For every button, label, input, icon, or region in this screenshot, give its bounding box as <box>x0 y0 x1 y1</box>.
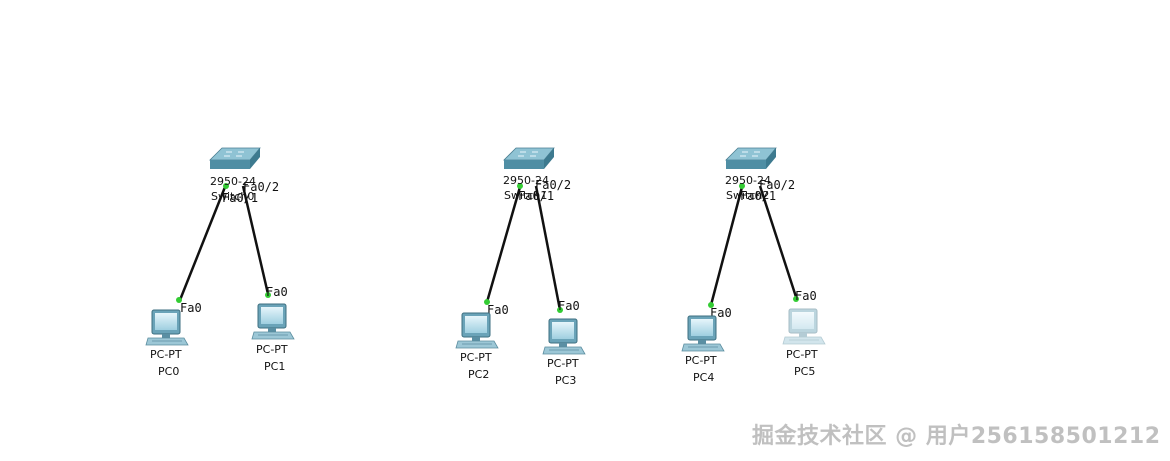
switch-model-label: 2950-24 <box>503 174 549 187</box>
switch-name-label: Switch0 <box>211 190 254 203</box>
link-light <box>793 296 799 302</box>
pc-name-label: PC4 <box>693 371 714 384</box>
pc-icon[interactable] <box>782 308 826 345</box>
link-light <box>484 299 490 305</box>
pc-icon[interactable] <box>542 318 586 355</box>
port-label: Fa0 <box>180 301 202 315</box>
topology-group-2: 2950-24 Switch1 Fa0/2 Fa0/1 Fa0 Fa0 PC-P… <box>455 147 586 387</box>
pc-type-label: PC-PT <box>547 357 579 370</box>
cable-sw2-pc5[interactable] <box>758 185 799 301</box>
switch-icon[interactable] <box>725 147 777 169</box>
link-light <box>223 183 229 189</box>
switch-model-label: 2950-24 <box>210 175 256 188</box>
pc-name-label: PC5 <box>794 365 815 378</box>
watermark: 掘金技术社区 @ 用户2561585012​12 <box>752 424 1161 449</box>
cable-sw1-pc2[interactable] <box>485 186 522 303</box>
port-label: Fa0 <box>795 289 817 303</box>
pc-type-label: PC-PT <box>256 343 288 356</box>
pc-icon[interactable] <box>145 309 189 346</box>
topology-group-1: 2950-24 Switch0 Fa0/2 Fa0/1 Fa0 Fa0 PC-P… <box>145 147 295 378</box>
cable-sw2-pc4[interactable] <box>709 186 744 306</box>
pc-icon[interactable] <box>455 312 499 349</box>
link-light <box>517 183 523 189</box>
pc-type-label: PC-PT <box>685 354 717 367</box>
pc-type-label: PC-PT <box>460 351 492 364</box>
link-light <box>739 183 745 189</box>
pc-name-label: PC2 <box>468 368 489 381</box>
pc-icon[interactable] <box>251 303 295 340</box>
pc-name-label: PC0 <box>158 365 179 378</box>
pc-name-label: PC1 <box>264 360 285 373</box>
pc-type-label: PC-PT <box>786 348 818 361</box>
cable-sw0-pc1[interactable] <box>241 185 270 295</box>
port-label: Fa0/1 <box>740 189 776 203</box>
port-label: Fa0 <box>558 299 580 313</box>
port-label: Fa0/1 <box>518 189 554 203</box>
switch-model-label: 2950-24 <box>725 174 771 187</box>
pc-type-label: PC-PT <box>150 348 182 361</box>
switch-name-label: Switch1 <box>504 189 547 202</box>
pc-icon[interactable] <box>681 315 725 352</box>
link-light <box>176 297 182 303</box>
port-label: Fa0/2 <box>243 180 279 194</box>
port-label: Fa0/2 <box>759 178 795 192</box>
link-light <box>557 307 563 313</box>
pc-name-label: PC3 <box>555 374 576 387</box>
link-light <box>708 302 714 308</box>
port-label: Fa0/1 <box>222 191 258 205</box>
switch-icon[interactable] <box>503 147 555 169</box>
topology-group-3: 2950-24 Switch2 Fa0/2 Fa0/1 Fa0 Fa0 PC-P… <box>681 147 826 384</box>
cable-sw0-pc0[interactable] <box>178 186 227 301</box>
port-label: Fa0/2 <box>535 178 571 192</box>
port-label: Fa0 <box>487 303 509 317</box>
switch-name-label: Switch2 <box>726 189 769 202</box>
port-label: Fa0 <box>266 285 288 299</box>
cable-sw1-pc3[interactable] <box>534 185 562 311</box>
link-light <box>265 292 271 298</box>
switch-icon[interactable] <box>209 147 261 169</box>
